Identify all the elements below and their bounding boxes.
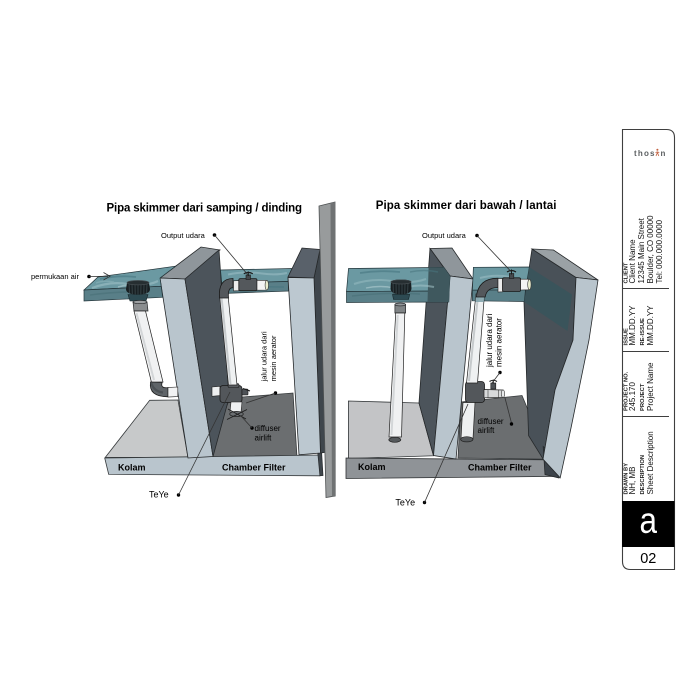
svg-text:PROJECT NO.: PROJECT NO. xyxy=(624,371,630,411)
svg-text:Output udara: Output udara xyxy=(422,231,467,240)
svg-text:TeYe: TeYe xyxy=(149,490,169,500)
svg-text:airlift: airlift xyxy=(478,426,496,435)
svg-text:diffuser: diffuser xyxy=(478,417,504,426)
svg-text:MM.DD.YY: MM.DD.YY xyxy=(628,305,637,346)
svg-text:Chamber Filter: Chamber Filter xyxy=(468,463,532,473)
svg-text:RE-ISSUE: RE-ISSUE xyxy=(640,318,646,346)
svg-text:Client Name: Client Name xyxy=(628,239,637,284)
svg-text:245.170: 245.170 xyxy=(628,382,637,411)
svg-text:PROJECT: PROJECT xyxy=(640,383,646,411)
svg-text:jalur udara dari: jalur udara dari xyxy=(260,331,269,382)
svg-text:Pipa skimmer dari samping / di: Pipa skimmer dari samping / dinding xyxy=(107,203,303,215)
svg-text:Kolam: Kolam xyxy=(358,462,386,472)
svg-text:Output udara: Output udara xyxy=(161,231,206,240)
svg-text:Sheet Description: Sheet Description xyxy=(646,431,655,494)
svg-text:Kolam: Kolam xyxy=(118,463,146,473)
svg-text:MM.DD.YY: MM.DD.YY xyxy=(646,305,655,346)
svg-text:diffuser: diffuser xyxy=(255,424,281,433)
svg-text:Project Name: Project Name xyxy=(646,362,655,411)
svg-text:a: a xyxy=(640,500,658,541)
svg-text:Boulder, CO 00000: Boulder, CO 00000 xyxy=(646,215,655,284)
svg-text:n: n xyxy=(661,149,666,158)
svg-text:DESCRIPTION: DESCRIPTION xyxy=(640,455,646,495)
svg-text:mesin aerator: mesin aerator xyxy=(495,318,504,367)
svg-text:NH, MB: NH, MB xyxy=(628,467,637,495)
svg-text:Tel: 000.000.0000: Tel: 000.000.0000 xyxy=(655,219,664,283)
svg-text:CLIENT: CLIENT xyxy=(624,262,630,283)
svg-text:Chamber Filter: Chamber Filter xyxy=(222,463,286,473)
svg-text:02: 02 xyxy=(640,551,656,567)
svg-text:airlift: airlift xyxy=(255,434,273,443)
svg-text:ISSUE: ISSUE xyxy=(624,328,630,346)
svg-text:mesin aerator: mesin aerator xyxy=(269,335,278,381)
svg-text:TeYe: TeYe xyxy=(395,498,415,508)
svg-text:jalur udara dari: jalur udara dari xyxy=(485,313,494,368)
svg-text:thos: thos xyxy=(634,149,656,158)
svg-text:Pipa skimmer dari bawah / lant: Pipa skimmer dari bawah / lantai xyxy=(376,200,557,212)
svg-text:DRAWN BY: DRAWN BY xyxy=(624,463,630,495)
svg-text:12345 Main Street: 12345 Main Street xyxy=(637,217,646,283)
svg-text:permukaan air: permukaan air xyxy=(31,272,79,281)
